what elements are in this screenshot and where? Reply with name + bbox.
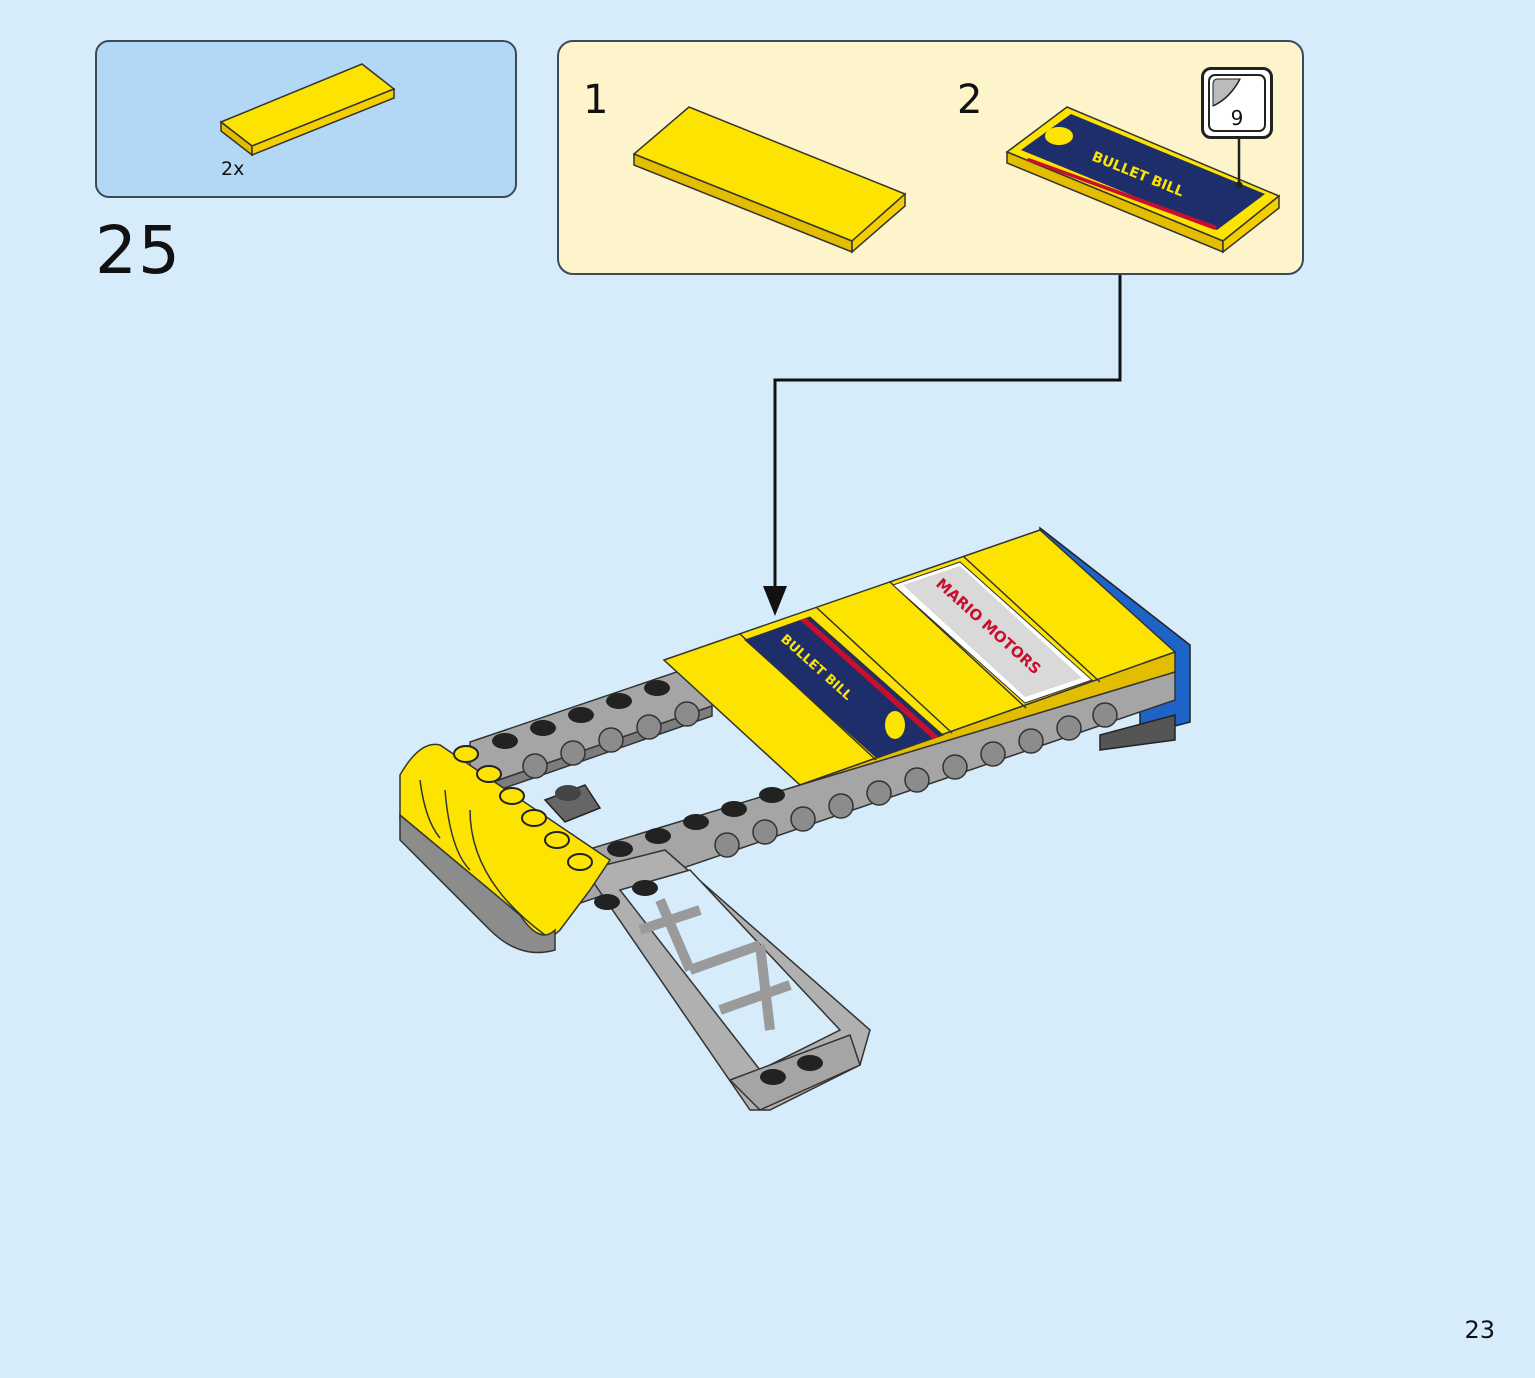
model-bullet-bill-sticker: BULLET BILL [744,616,944,759]
grey-technic-holes-back [522,701,700,779]
grey-technic-holes-front [714,702,1118,858]
black-studs-back [492,680,670,749]
yellow-studs-nose [453,745,593,871]
dark-grey-plate [543,784,602,823]
black-studs-front [607,787,785,857]
parts-list-tile-illustration [219,63,396,157]
substep-illustrations: BULLET BILL [632,106,1281,254]
substep-2-sticker-tile: BULLET BILL [1005,106,1281,254]
yellow-curved-nose [399,743,612,954]
part-quantity: 2x [221,158,245,180]
substep-2-label: 2 [957,77,983,123]
substep-1-label: 1 [583,77,609,123]
placement-arrow-head [763,586,787,616]
sticker-callout: 9 [1201,67,1273,139]
grey-lattice-arm [583,849,871,1111]
sticker-number: 9 [1230,106,1244,130]
sticker-icon [1208,74,1266,132]
sticker-peel-icon [1212,78,1241,107]
step-number: 25 [95,212,181,289]
parts-list-box: 2x [95,40,517,198]
substeps-box: 1 2 BULLET BILL 9 [557,40,1304,275]
sticker-pointer-dot [1235,181,1243,189]
page-number: 23 [1464,1316,1495,1344]
grey-plate-back [469,658,713,802]
placement-arrow-line [773,275,1122,590]
substep-1-tile [632,106,907,254]
